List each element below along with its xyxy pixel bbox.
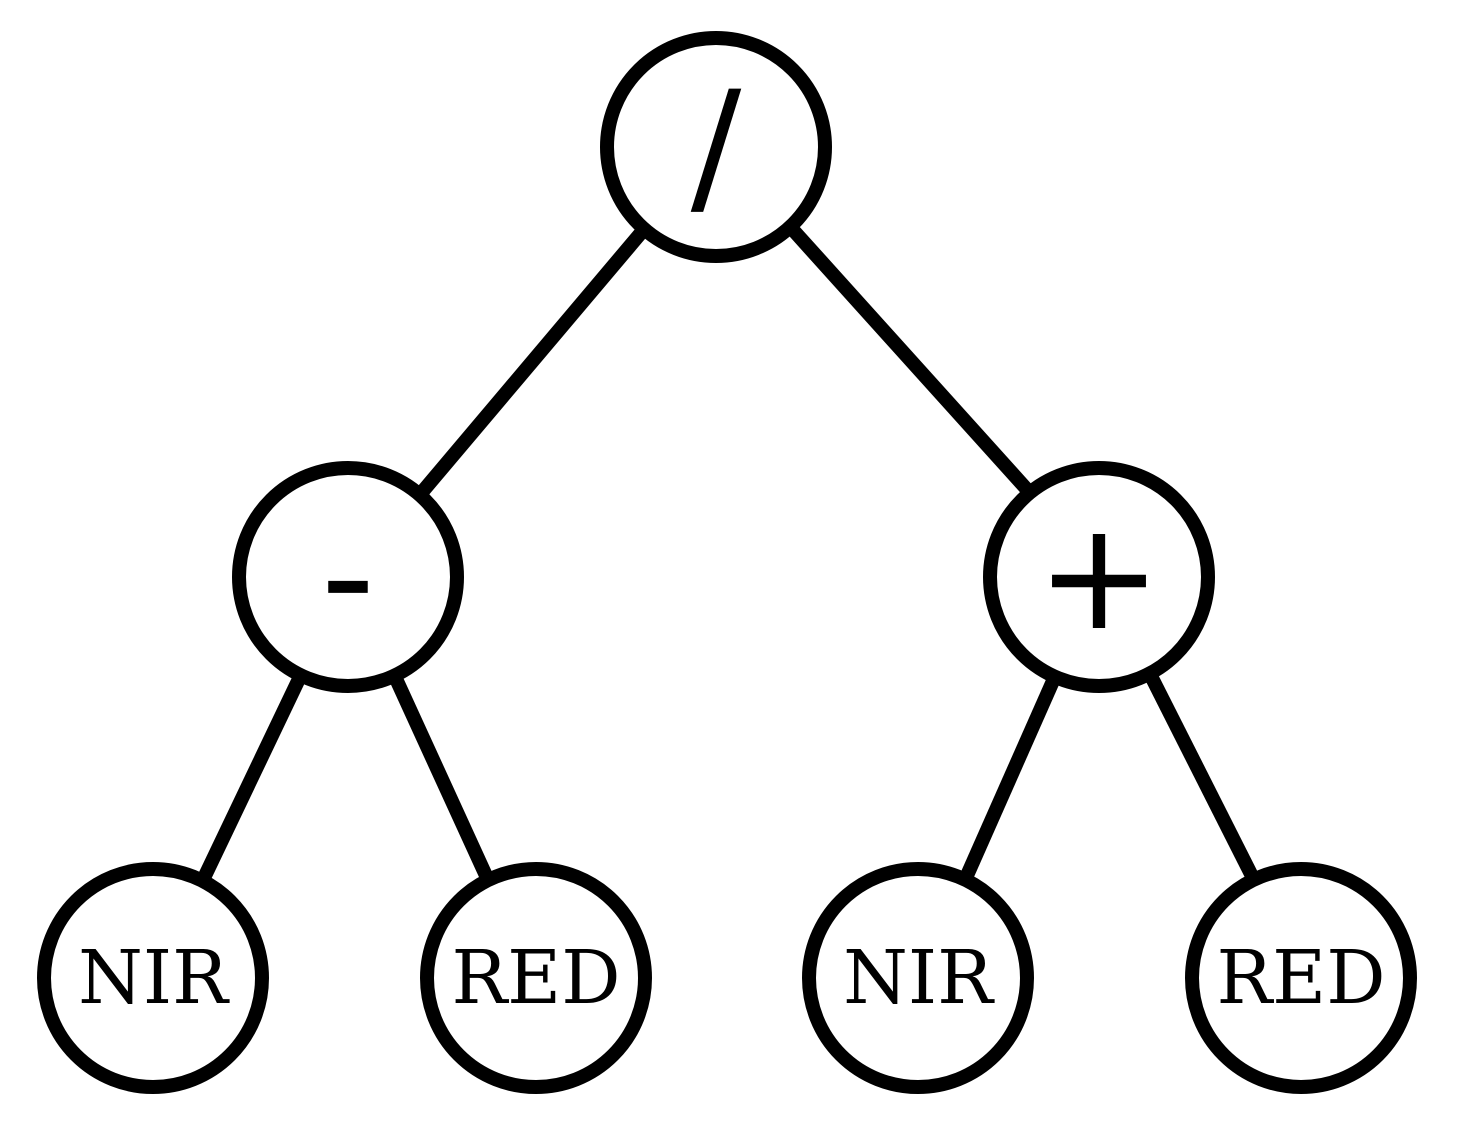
node-red-left: RED (420, 862, 652, 1094)
node-root-label: / (691, 60, 742, 234)
node-nir-left-label: NIR (78, 935, 230, 1021)
node-minus-label: - (321, 490, 375, 664)
node-red-right-label: RED (1216, 935, 1385, 1021)
edge-plus-red (1145, 674, 1262, 886)
node-nir-right: NIR (802, 862, 1034, 1094)
node-minus: - (232, 461, 464, 693)
edge-root-minus (417, 229, 646, 496)
edge-minus-red (390, 678, 495, 883)
node-red-right: RED (1185, 862, 1417, 1094)
edge-minus-nir (196, 677, 305, 884)
edge-plus-nir (958, 678, 1060, 883)
node-red-left-label: RED (451, 935, 620, 1021)
edges-layer (196, 226, 1262, 886)
edge-root-plus (788, 226, 1037, 499)
node-plus-label: + (1036, 490, 1162, 664)
node-nir-left: NIR (37, 862, 269, 1094)
node-nir-right-label: NIR (843, 935, 995, 1021)
node-plus: + (983, 461, 1215, 693)
node-root: / (600, 31, 832, 263)
